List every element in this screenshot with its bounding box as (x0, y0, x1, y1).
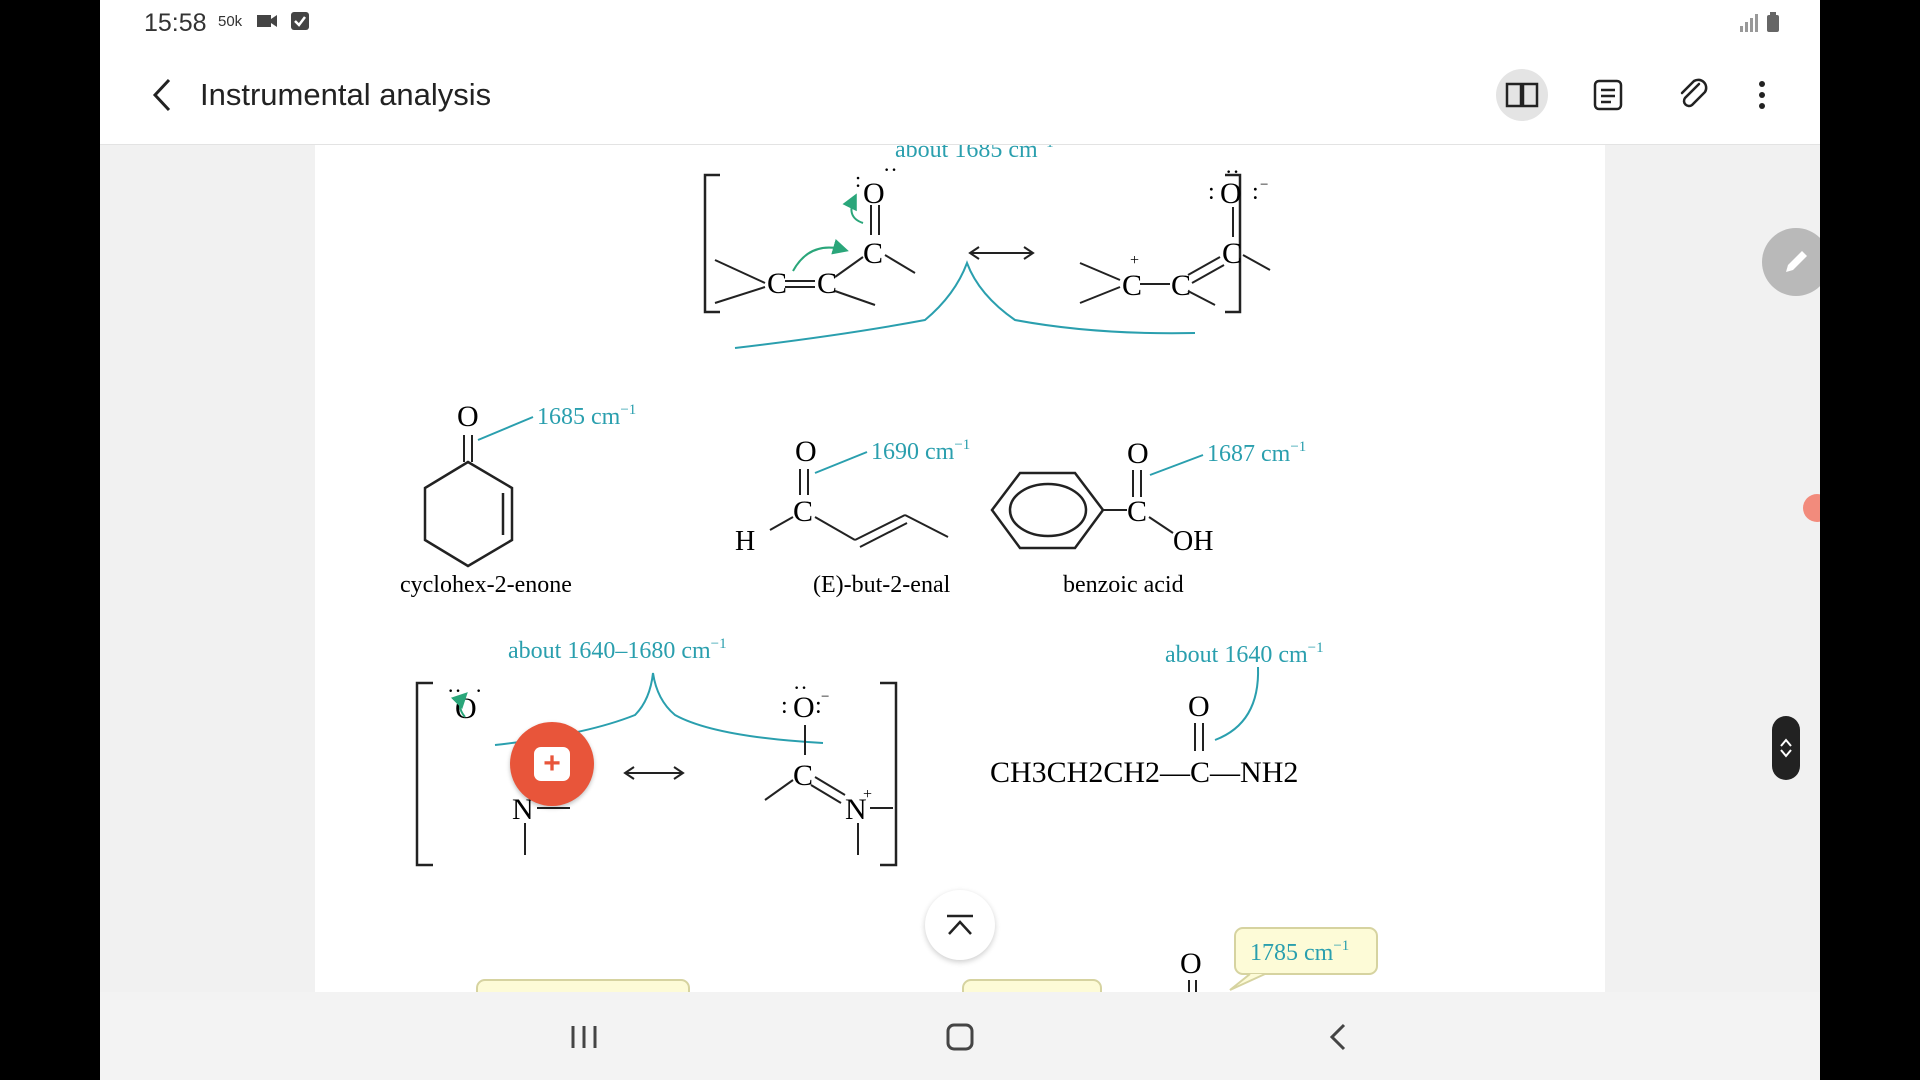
name-butenal: (E)-but-2-enal (813, 572, 951, 598)
checkbox-icon (291, 12, 309, 30)
chemistry-figure: about 1685 cm−1 C C C O :·· (400, 145, 1378, 992)
scroll-to-top-button[interactable] (925, 890, 995, 960)
more-options-button[interactable] (1736, 69, 1788, 121)
document-page: about 1685 cm−1 C C C O :·· (315, 145, 1605, 992)
amide2-band-label: about 1640 cm−1 (1165, 640, 1324, 668)
attach-button[interactable] (1668, 69, 1720, 121)
svg-text:O: O (795, 435, 817, 468)
svg-text:N: N (845, 793, 867, 826)
status-net-speed: 50k (218, 13, 243, 30)
back-button[interactable] (140, 73, 184, 117)
label-1685: 1685 cm−1 (537, 402, 636, 430)
plus-icon: + (543, 747, 561, 780)
edit-button[interactable] (1762, 228, 1820, 296)
svg-text:N: N (512, 793, 534, 826)
recent-apps-button[interactable] (554, 1012, 614, 1062)
svg-text:··: ·· (883, 157, 898, 182)
svg-text:H: H (735, 526, 755, 557)
text-icon (1593, 79, 1623, 111)
recents-icon (571, 1026, 597, 1048)
name-cyclohex-2-enone: cyclohex-2-enone (400, 572, 572, 598)
svg-text:O: O (1220, 177, 1242, 210)
svg-text:O: O (1180, 947, 1202, 980)
svg-text:C: C (1171, 269, 1191, 302)
svg-text:+: + (1130, 252, 1139, 269)
chevron-up-icon (1780, 738, 1792, 747)
svg-text:C: C (1122, 269, 1142, 302)
label-1690: 1690 cm−1 (871, 437, 970, 465)
svg-text:C: C (1222, 237, 1242, 270)
document-viewport[interactable]: about 1685 cm−1 C C C O :·· (100, 145, 1820, 992)
svg-text:O: O (863, 177, 885, 210)
chevron-down-icon (1780, 749, 1792, 758)
svg-text:OH: OH (1173, 526, 1213, 557)
svg-text:C: C (793, 759, 813, 792)
add-note-button[interactable]: + (510, 722, 594, 806)
svg-text:O: O (793, 691, 815, 724)
svg-text:·: · (475, 678, 482, 703)
battery-icon (1767, 12, 1779, 32)
book-view-button[interactable] (1496, 69, 1548, 121)
home-icon (946, 1023, 974, 1051)
name-benzoic-acid: benzoic acid (1063, 572, 1184, 598)
scroll-handle[interactable] (1772, 716, 1800, 780)
svg-text::: : (855, 167, 861, 192)
amide-formula: CH3CH2CH2—C—NH2 (990, 756, 1298, 789)
svg-text:+: + (863, 786, 872, 803)
nav-back-button[interactable] (1308, 1012, 1368, 1062)
book-icon (1505, 82, 1539, 108)
svg-text:C: C (793, 495, 813, 528)
system-nav-bar (100, 992, 1820, 1080)
svg-text:C: C (767, 267, 787, 300)
video-icon (257, 15, 277, 27)
status-time: 15:58 (144, 9, 207, 37)
svg-text:−: − (1260, 177, 1268, 193)
top-band-label: about 1685 cm−1 (895, 145, 1054, 163)
svg-text:C: C (1127, 495, 1147, 528)
label-1687: 1687 cm−1 (1207, 439, 1306, 467)
chevron-left-icon (152, 78, 171, 112)
svg-text:··: ·· (793, 675, 808, 700)
home-button[interactable] (930, 1012, 990, 1062)
svg-text:O: O (1127, 437, 1149, 470)
label-1785: 1785 cm−1 (1250, 938, 1349, 966)
amide-band-label: about 1640–1680 cm−1 (508, 636, 727, 664)
svg-text:C: C (817, 267, 837, 300)
page-title: Instrumental analysis (200, 77, 492, 112)
more-icon (1759, 81, 1765, 109)
chevron-left-icon (1329, 1023, 1346, 1051)
svg-text:−: − (821, 689, 829, 705)
svg-text::: : (1208, 179, 1215, 205)
svg-text:··: ·· (1225, 159, 1240, 184)
svg-text:O: O (457, 400, 479, 433)
svg-text:··: ·· (447, 678, 462, 703)
app-bar: Instrumental analysis (100, 46, 1820, 145)
text-view-button[interactable] (1582, 69, 1634, 121)
svg-text::: : (1252, 179, 1259, 205)
svg-text::: : (815, 693, 822, 719)
pencil-icon (1786, 251, 1807, 272)
signal-icon (1740, 14, 1758, 32)
chevron-up-icon (947, 914, 973, 935)
svg-text::: : (781, 693, 788, 719)
status-bar: 15:58 50k (100, 0, 1820, 46)
svg-text:C: C (863, 237, 883, 270)
side-indicator[interactable] (1803, 494, 1820, 522)
tablet-screen: 15:58 50k Instrumental analysis (100, 0, 1820, 1080)
paperclip-icon (1680, 78, 1708, 108)
svg-text:O: O (1188, 690, 1210, 723)
